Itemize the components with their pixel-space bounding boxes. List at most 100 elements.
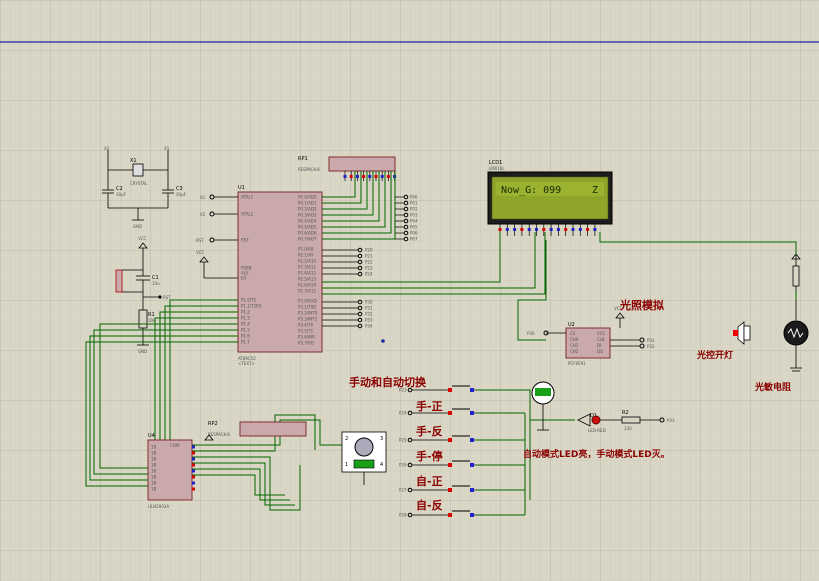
svg-text:P32: P32: [647, 344, 655, 349]
p0-net-terminal: [403, 230, 409, 236]
u1-pin-label: P0.2/AD2: [298, 207, 317, 212]
p2-net-terminal: [357, 253, 363, 259]
svg-text:COM: COM: [170, 443, 180, 448]
p2-net-terminal: [357, 259, 363, 265]
svg-text:VCC: VCC: [597, 331, 606, 336]
u1-pin-label: EA: [241, 276, 247, 281]
u1-pin-label: P3.7/RD: [298, 341, 314, 346]
p2-net-label: P22: [365, 260, 373, 265]
switch-contact: [448, 411, 452, 415]
svg-text:U2: U2: [568, 322, 575, 328]
p3-net-label: P30: [365, 300, 373, 305]
svg-text:X1: X1: [164, 146, 170, 151]
p3-net-terminal: [357, 311, 363, 317]
u1-pin-label: P1.3: [241, 316, 250, 321]
svg-text:PCF8591: PCF8591: [568, 361, 586, 366]
lcd-pin-state: [593, 228, 597, 231]
led-d1[interactable]: D1 LED-RED R2 330 P33: [577, 410, 675, 433]
p3-net-label: P31: [365, 306, 373, 311]
lcd-lcd1[interactable]: LCD1 LM016L Now_G: 099 Z: [487, 160, 613, 236]
svg-text:DO: DO: [597, 349, 603, 354]
reset-button[interactable]: [115, 269, 123, 293]
svg-text:R2: R2: [622, 410, 629, 416]
p2-net-terminal: [357, 271, 363, 277]
switch-contact: [470, 388, 474, 392]
svg-text:RST: RST: [163, 295, 171, 300]
mcu-u1[interactable]: U1 AT89C52 <TEXT> XTAL1XTAL2RSTPSENALEEA…: [196, 185, 323, 366]
wires: [85, 171, 797, 516]
u1-pin-label: P2.0/A8: [298, 247, 314, 252]
u4-pin-state: [192, 475, 195, 479]
stepper-motor[interactable]: 2 3 1 4: [341, 431, 387, 485]
svg-text:ULN2003A: ULN2003A: [148, 504, 169, 509]
lcd-pin-state: [556, 228, 560, 231]
rp1-pin-state: [362, 175, 366, 178]
p0-net-label: P06: [410, 231, 418, 236]
photoresistor-section[interactable]: [733, 253, 809, 372]
rp1-pin-state: [368, 175, 372, 178]
u1-pin-label: P0.3/AD3: [298, 213, 317, 218]
switch-net-label: P28: [399, 513, 407, 518]
switch-terminal: [407, 437, 413, 443]
oscillator-section[interactable]: X1 CRYSTAL C2 30pF C3 30pF GND X2 X1: [102, 146, 187, 229]
respack-rp2[interactable]: RP2 RESPACK-8: [204, 421, 307, 441]
u1-pin-label: P3.3/INT1: [298, 317, 318, 322]
svg-text:AT89C52: AT89C52: [238, 356, 256, 361]
respack-rp1[interactable]: RP1 RESPACK-8: [298, 156, 397, 181]
svg-text:X1: X1: [200, 195, 206, 200]
mcu-body[interactable]: [237, 191, 323, 353]
u1-pin-label: P2.6/A14: [298, 283, 316, 288]
svg-text:2: 2: [345, 436, 348, 442]
svg-text:GND: GND: [138, 349, 147, 354]
u4-pin-state: [192, 481, 195, 485]
svg-text:GND: GND: [133, 224, 142, 229]
svg-text:30pF: 30pF: [116, 192, 127, 197]
svg-text:RP2: RP2: [208, 421, 218, 427]
switch-contact: [448, 438, 452, 442]
reset-section[interactable]: VCC C1 10u RST R1 10k GND: [115, 236, 171, 354]
u1-pin-label: P0.1/AD1: [298, 201, 317, 206]
p3-net-label: P32: [365, 312, 373, 317]
switch-contact: [448, 488, 452, 492]
switch-terminal: [407, 387, 413, 393]
u1-pin-label: RST: [241, 238, 249, 243]
p0-net-terminal: [403, 212, 409, 218]
svg-text:RST: RST: [196, 238, 204, 243]
svg-text:R1: R1: [148, 312, 155, 318]
u1-pin-label: P2.5/A13: [298, 277, 316, 282]
u4-pin-label: 1B: [151, 469, 157, 474]
p2-net-terminal: [357, 247, 363, 253]
u1-pin-label: XTAL1: [241, 195, 254, 200]
crystal-x1[interactable]: [132, 163, 144, 177]
switch-contact: [470, 463, 474, 467]
mode-indicator[interactable]: [531, 381, 555, 431]
u4-pin-label: 1B: [151, 463, 157, 468]
u1-pin-label: P1.1/T2EX: [241, 304, 262, 309]
u4-pin-state: [192, 469, 195, 473]
p0-net-terminal: [403, 200, 409, 206]
rp1-pin-state: [374, 175, 378, 178]
u1-pin-label: P1.5: [241, 328, 250, 333]
label-auto-reverse: 自-反: [416, 498, 443, 512]
switch-net-label: P26: [399, 463, 407, 468]
svg-text:4: 4: [380, 462, 383, 468]
u1-pin-label: P2.3/A11: [298, 265, 316, 270]
p3-net-terminal: [357, 299, 363, 305]
lcd-pin-state: [498, 228, 502, 231]
u1-pin-label: P0.5/AD5: [298, 225, 317, 230]
p3-net-terminal: [357, 305, 363, 311]
u4-pin-state: [192, 487, 195, 491]
u1-pin-label: P1.6: [241, 334, 250, 339]
u1-pin-label: P1.4: [241, 322, 250, 327]
u1-pin-label: P2.7/A15: [298, 289, 316, 294]
adc-u2[interactable]: U2 PCF8591 CS CH0 CH1 CH2 VCC CLK DI DO …: [527, 306, 655, 366]
u4-pin-state: [192, 463, 195, 467]
svg-text:RESPACK-8: RESPACK-8: [208, 432, 230, 437]
u4-pin-label: 1B: [151, 475, 157, 480]
switch-terminal: [407, 410, 413, 416]
